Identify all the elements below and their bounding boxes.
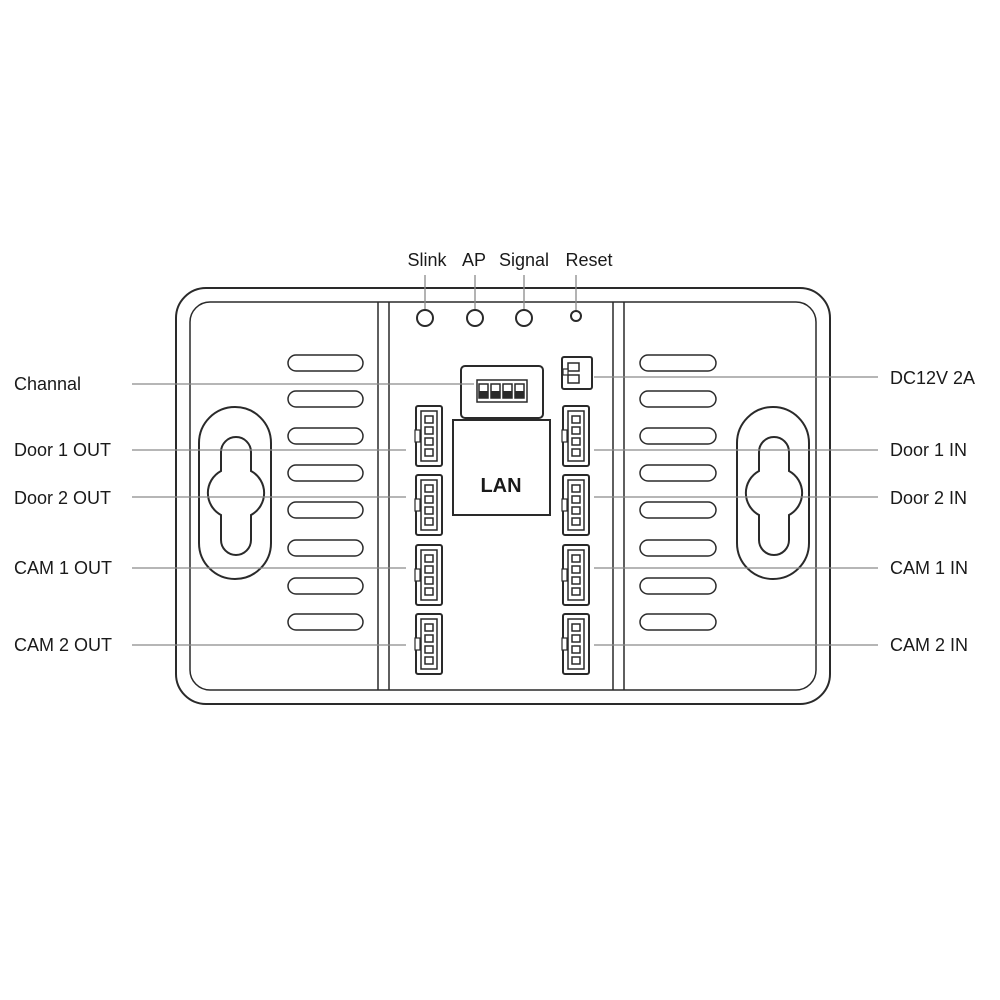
door2-in-label: Door 2 IN [890, 488, 967, 508]
reset-button-icon[interactable] [570, 310, 582, 322]
lan-port-icon[interactable] [452, 419, 551, 516]
vent-slot [287, 390, 364, 408]
ap-led-icon [466, 309, 484, 327]
mount-hole-right [736, 406, 810, 580]
vent-slot [287, 501, 364, 519]
cam1-in-label: CAM 1 IN [890, 558, 968, 578]
door2-out-connector-icon[interactable] [414, 474, 443, 536]
vent-slot [287, 427, 364, 445]
vent-slots-left [287, 354, 364, 631]
reset-label: Reset [565, 250, 612, 270]
connectors-right [561, 405, 590, 675]
cam2-out-connector-icon[interactable] [414, 613, 443, 675]
vent-slot [287, 613, 364, 631]
vent-slot [639, 464, 717, 482]
dc-power-connector-icon[interactable] [561, 356, 593, 390]
vent-slot [639, 427, 717, 445]
vent-slot [639, 613, 717, 631]
vent-slot [639, 390, 717, 408]
ap-label: AP [462, 250, 486, 270]
signal-led-icon [515, 309, 533, 327]
connectors-left [414, 405, 443, 675]
mount-hole-left [198, 406, 272, 580]
cam2-in-connector-icon[interactable] [561, 613, 590, 675]
slink-led-icon [416, 309, 434, 327]
vent-slot [287, 577, 364, 595]
device-enclosure-outer [175, 287, 831, 705]
door2-out-label: Door 2 OUT [14, 488, 111, 508]
vent-slot [639, 577, 717, 595]
door2-in-connector-icon[interactable] [561, 474, 590, 536]
vent-slot [639, 354, 717, 372]
dc-power-label: DC12V 2A [890, 368, 975, 388]
vent-slot [639, 539, 717, 557]
lan-label: LAN [480, 475, 521, 497]
slink-label: Slink [407, 250, 447, 270]
vent-slot [639, 501, 717, 519]
cam1-out-connector-icon[interactable] [414, 544, 443, 606]
door1-in-label: Door 1 IN [890, 440, 967, 460]
door1-out-connector-icon[interactable] [414, 405, 443, 467]
channel-label: Channal [14, 374, 81, 394]
cam1-in-connector-icon[interactable] [561, 544, 590, 606]
door1-in-connector-icon[interactable] [561, 405, 590, 467]
cam2-in-label: CAM 2 IN [890, 635, 968, 655]
vent-slots-right [639, 354, 717, 631]
vent-slot [287, 539, 364, 557]
vent-slot [287, 354, 364, 372]
cam2-out-label: CAM 2 OUT [14, 635, 112, 655]
door1-out-label: Door 1 OUT [14, 440, 111, 460]
channel-dip-switch-icon[interactable] [460, 365, 544, 419]
device-enclosure-inner [189, 301, 817, 691]
signal-label: Signal [499, 250, 549, 270]
cam1-out-label: CAM 1 OUT [14, 558, 112, 578]
vent-slot [287, 464, 364, 482]
